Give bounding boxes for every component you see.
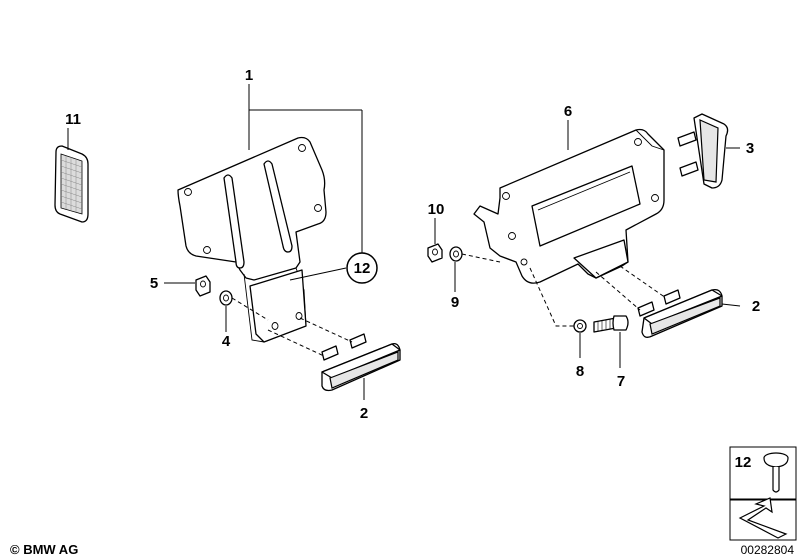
callout-2-left: 2 [360, 405, 368, 422]
washer-bottom-part [573, 319, 587, 333]
washer-left-part [219, 290, 233, 306]
leader-lines [67, 84, 741, 400]
push-rivet-icon [763, 452, 789, 493]
callout-3: 3 [746, 140, 754, 157]
callout-5: 5 [150, 275, 158, 292]
right-bracket-part [473, 128, 665, 284]
callout-12-circle [346, 252, 378, 284]
callout-7: 7 [617, 373, 625, 390]
callout-1: 1 [245, 67, 253, 84]
arrow-corner-icon [738, 497, 788, 539]
callout-12: 12 [354, 260, 371, 277]
nut-left-part [195, 275, 211, 297]
reflector-top-right-part [677, 113, 729, 189]
callout-9: 9 [451, 294, 459, 311]
washer-right-part [449, 246, 463, 262]
copyright-text: © BMW AG [10, 542, 78, 557]
nut-right-part [427, 243, 443, 263]
callout-6: 6 [564, 103, 572, 120]
callout-11: 11 [65, 111, 81, 128]
callout-10: 10 [428, 201, 445, 218]
reflector-pad-part [54, 145, 89, 223]
callout-8: 8 [576, 363, 584, 380]
legend-callout-12: 12 [735, 454, 752, 471]
navigation-box [729, 497, 797, 541]
reflector-left-part [267, 317, 401, 392]
legend-box: 12 [729, 446, 797, 500]
callout-4: 4 [222, 333, 231, 350]
left-bracket-part [177, 136, 327, 343]
callout-2-right: 2 [752, 298, 760, 315]
screw-part [593, 315, 629, 333]
reflector-right-part [595, 265, 723, 338]
diagram-number: 00282804 [741, 543, 795, 557]
